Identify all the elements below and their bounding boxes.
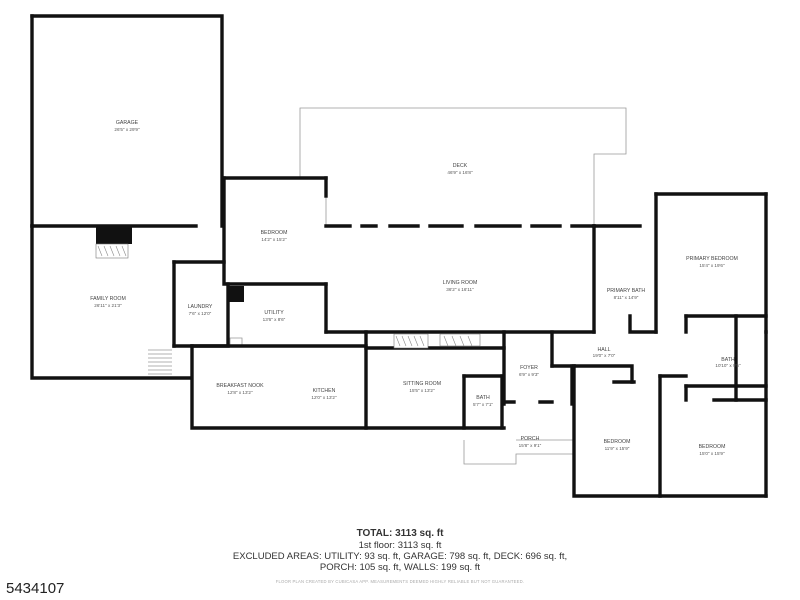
garage-name: GARAGE	[116, 120, 139, 126]
hearth-hatch	[97, 245, 473, 347]
total-area: TOTAL: 3113 sq. ft	[356, 528, 444, 539]
primary-bedroom-dims: 15'4" x 19'6"	[699, 263, 725, 268]
laundry-dims: 7'6" x 12'0"	[189, 311, 212, 316]
floorplan-credit: FLOOR PLAN CREATED BY CUBICASA APP. MEAS…	[275, 579, 525, 584]
bath-east-name: BATH	[721, 357, 735, 363]
foyer-dims: 6'9" x 9'3"	[519, 372, 539, 377]
hearth-sitting-room-2	[439, 333, 481, 347]
deck-name: DECK	[453, 163, 468, 169]
chimney-block	[228, 286, 244, 302]
primary-bath-name: PRIMARY BATH	[607, 288, 646, 294]
bedroom-mid-name: BEDROOM	[604, 439, 631, 445]
bath-center-name: BATH	[476, 395, 490, 401]
fixtures	[95, 226, 481, 349]
utility-dims: 13'6" x 8'6"	[263, 317, 286, 322]
living-room-dims: 36'2" x 16'11"	[446, 287, 474, 292]
family-room-dims: 26'11" x 21'3"	[94, 303, 122, 308]
listing-id: 5434107	[6, 580, 65, 597]
foyer-name: FOYER	[520, 365, 538, 371]
porch-name: PORCH	[521, 436, 540, 442]
utility-name: UTILITY	[264, 310, 284, 316]
hall-dims: 19'0" x 7'0"	[593, 353, 616, 358]
breakfast-nook-dims: 12'8" x 13'2"	[227, 390, 253, 395]
garage-dims: 26'5" x 29'9"	[114, 127, 140, 132]
porch-dims: 15'8" x 9'1"	[519, 443, 542, 448]
fireplace	[96, 226, 132, 244]
hearth-sitting-room	[393, 333, 429, 349]
living-room-name: LIVING ROOM	[443, 280, 478, 286]
bedroom-mid-dims: 11'9" x 15'9"	[605, 446, 630, 451]
walls	[30, 14, 768, 498]
kitchen-name: KITCHEN	[313, 388, 336, 394]
primary-bedroom-name: PRIMARY BEDROOM	[686, 256, 738, 262]
bedroom-north-dims: 14'2" x 15'2"	[261, 237, 287, 242]
floor-area: 1st floor: 3113 sq. ft	[358, 540, 442, 551]
excluded-areas-1: EXCLUDED AREAS: UTILITY: 93 sq. ft, GARA…	[232, 551, 568, 562]
bedroom-east-dims: 15'0" x 15'9"	[699, 451, 725, 456]
kitchen-dims: 12'0" x 13'2"	[311, 395, 337, 400]
room-labels: GARAGE 26'5" x 29'9" DECK 46'9" x 16'8" …	[90, 120, 741, 456]
laundry-name: LAUNDRY	[188, 304, 213, 310]
thin-outlines	[148, 107, 627, 465]
family-room-name: FAMILY ROOM	[90, 296, 126, 302]
sitting-room-name: SITTING ROOM	[403, 381, 441, 387]
excluded-areas-2: PORCH: 105 sq. ft, WALLS: 199 sq. ft	[319, 562, 481, 573]
hall-name: HALL	[598, 347, 611, 353]
primary-bath-dims: 8'11" x 14'9"	[614, 295, 639, 300]
sitting-room-dims: 15'5" x 13'2"	[409, 388, 435, 393]
bedroom-north-name: BEDROOM	[261, 230, 288, 236]
bedroom-east-name: BEDROOM	[699, 444, 726, 450]
deck-dims: 46'9" x 16'8"	[447, 170, 473, 175]
bath-east-dims: 10'10" x 9'5"	[715, 363, 741, 368]
breakfast-nook-name: BREAKFAST NOOK	[216, 383, 264, 389]
bath-center-dims: 5'7" x 7'1"	[473, 402, 493, 407]
